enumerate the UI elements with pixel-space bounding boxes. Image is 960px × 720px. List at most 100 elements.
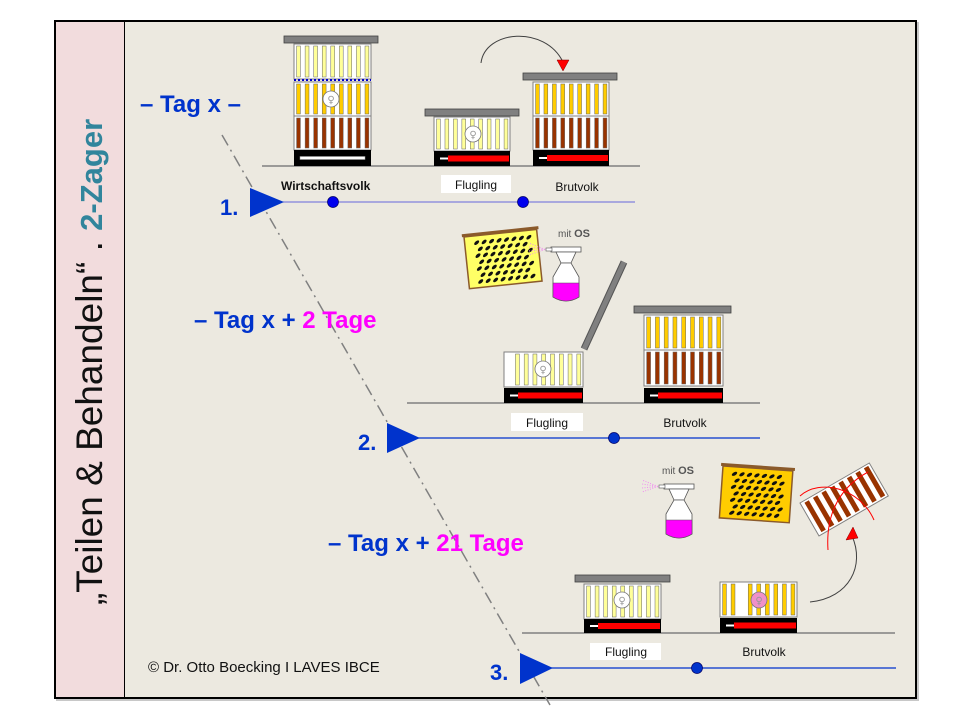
sprayer-neck — [555, 251, 577, 264]
bee-icon — [480, 272, 486, 278]
bee-icon — [507, 243, 513, 249]
comb-frame — [552, 83, 557, 115]
comb-frame — [364, 83, 370, 115]
comb-frame — [722, 583, 727, 616]
bee-icon — [749, 479, 755, 484]
comb-frame — [347, 45, 352, 78]
bee-icon — [509, 256, 515, 261]
hive-lid — [522, 72, 618, 81]
hive-lid — [574, 574, 671, 583]
comb-frame — [569, 117, 574, 149]
sprayer-head — [663, 483, 695, 490]
comb-frame — [347, 83, 352, 115]
bee-icon — [521, 261, 527, 267]
treatment-label: mit OS — [558, 228, 590, 240]
step-2-heading: – Tag x + 2 Tage — [194, 307, 377, 334]
bee-icon — [760, 486, 767, 491]
comb-frame — [559, 353, 564, 386]
comb-frame — [672, 351, 678, 385]
bee-icon — [774, 500, 781, 505]
bee-icon — [737, 498, 743, 503]
comb-frame — [637, 585, 643, 618]
step-1-number: 1. — [220, 195, 238, 220]
entrance-white — [590, 625, 598, 627]
bee-icon — [755, 492, 762, 498]
comb-frame — [436, 118, 441, 150]
bee-icon — [763, 493, 769, 498]
hive-lid — [283, 35, 379, 44]
comb-frame — [681, 351, 686, 385]
comb-frame — [681, 316, 686, 349]
comb-frame — [486, 118, 492, 150]
queen-symbol: ♀ — [618, 596, 625, 607]
comb-frame — [503, 118, 509, 150]
bee-icon — [733, 491, 739, 496]
bee-icon — [778, 494, 784, 499]
step-1: – Tag x – ♀ ♀ Wirtschaftsvolk Flugling B… — [140, 35, 640, 220]
bee-icon — [523, 254, 529, 260]
entrance-white — [440, 157, 448, 160]
bee-icon — [777, 507, 783, 512]
comb-frame — [313, 117, 318, 149]
bee-icon — [500, 244, 506, 249]
spray-mist — [641, 486, 659, 493]
comb-frame — [646, 585, 651, 618]
comb-frame — [655, 316, 660, 349]
bee-icon — [525, 267, 531, 273]
comb-frame — [364, 45, 370, 78]
comb-frame — [716, 351, 722, 385]
comb-frame — [577, 117, 582, 149]
comb-frame — [543, 83, 549, 115]
bee-icon — [739, 472, 745, 477]
comb-frame — [339, 83, 344, 115]
bee-icon — [729, 510, 735, 515]
bee-icon — [494, 257, 500, 263]
comb-frame — [567, 353, 573, 386]
comb-frame — [296, 117, 301, 149]
comb-frame — [560, 83, 565, 115]
comb-frame — [339, 45, 344, 78]
bee-icon — [744, 498, 751, 503]
bee-icon — [485, 278, 491, 284]
entrance-white — [650, 394, 658, 397]
comb-frame — [576, 353, 582, 386]
bee-icon — [500, 276, 506, 282]
bee-icon — [474, 240, 480, 246]
timeline-dot — [691, 662, 703, 674]
remove-arrow — [809, 535, 857, 603]
spray-mist — [641, 483, 659, 487]
comb-frame — [515, 353, 520, 386]
bee-icon — [756, 480, 763, 485]
comb-frame — [535, 83, 540, 115]
oxalic-acid-liquid — [552, 282, 580, 302]
spray-mist — [528, 249, 546, 256]
timeline-dot — [517, 196, 529, 208]
comb-frame — [321, 45, 327, 78]
bee-icon — [768, 487, 774, 492]
sprayer-head — [550, 246, 582, 253]
comb-frame — [330, 45, 335, 78]
queen-icon — [613, 591, 631, 609]
hive-flugling: ♀ — [574, 574, 671, 633]
queen-icon — [322, 90, 340, 108]
bee-icon — [761, 473, 768, 478]
bee-icon — [745, 485, 752, 490]
comb-frame — [663, 316, 669, 349]
comb-frame — [730, 583, 736, 616]
bee-icon — [776, 474, 783, 480]
bee-icon — [744, 511, 750, 516]
comb-frame — [646, 316, 651, 349]
label-bg — [511, 413, 583, 431]
sprayer-nozzle — [658, 484, 666, 489]
bee-icon — [485, 245, 491, 251]
bee-icon — [504, 237, 509, 242]
label-flugling: Flugling — [605, 645, 647, 659]
comb-frame — [552, 117, 557, 149]
comb-frame — [603, 585, 608, 618]
bee-icon — [523, 274, 528, 280]
comb-frame — [347, 117, 352, 149]
comb-frame — [655, 351, 660, 385]
comb-frame — [535, 117, 540, 149]
bee-icon — [764, 480, 770, 485]
comb-frame — [585, 117, 591, 149]
